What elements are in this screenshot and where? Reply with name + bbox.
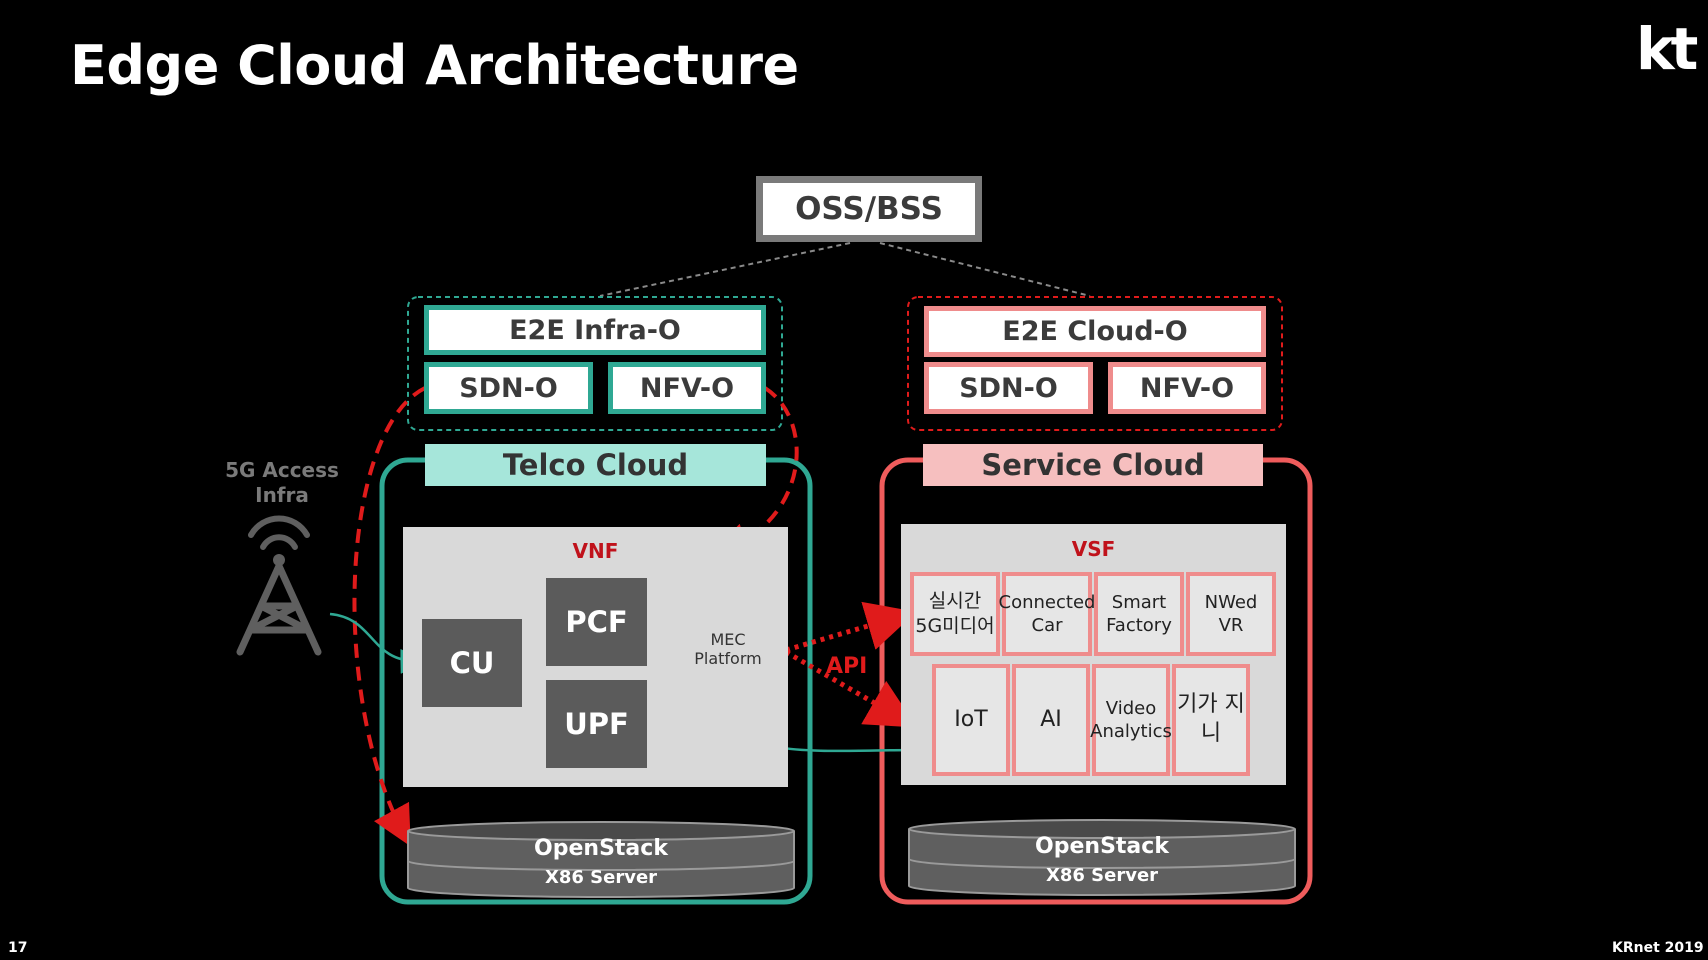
oss-to-cloud-line bbox=[879, 242, 1091, 297]
mec-to-apps-arrow bbox=[785, 601, 917, 653]
sdn-to-openstack-arrow bbox=[352, 386, 426, 847]
service-openstack-label: OpenStack bbox=[1035, 834, 1169, 859]
api-label: API bbox=[826, 654, 868, 679]
telco-cloud-label: Telco Cloud bbox=[425, 444, 766, 486]
nwed-vr-app: NWed VR bbox=[1186, 572, 1276, 656]
antenna-icon bbox=[236, 515, 322, 656]
service-openstack-cylinder bbox=[908, 819, 1296, 896]
e2e-infra-o-box: E2E Infra-O bbox=[424, 305, 766, 355]
cloud-o-outline bbox=[907, 296, 1283, 431]
e2e-cloud-o-box: E2E Cloud-O bbox=[924, 306, 1266, 357]
infra-o-outline bbox=[407, 296, 783, 431]
telco-openstack-cylinder bbox=[407, 821, 795, 898]
smart-factory-app: Smart Factory bbox=[1094, 572, 1184, 656]
kt-logo: kt bbox=[1636, 15, 1698, 83]
telco-nfv-o-box: NFV-O bbox=[608, 362, 766, 414]
service-cloud-label: Service Cloud bbox=[923, 444, 1263, 486]
realtime-media-app: 실시간 5G미디어 bbox=[910, 572, 1000, 656]
service-sdn-o-box: SDN-O bbox=[924, 362, 1093, 414]
slide-title: Edge Cloud Architecture bbox=[70, 34, 799, 97]
footer-label: KRnet 2019 bbox=[1612, 940, 1704, 956]
mec-platform-label: MEC Platform bbox=[694, 629, 762, 668]
service-server-label: X86 Server bbox=[1045, 865, 1159, 886]
vsf-label: VSF bbox=[1071, 537, 1116, 561]
telco-sdn-o-box: SDN-O bbox=[424, 362, 593, 414]
pcf-box: PCF bbox=[546, 578, 647, 666]
connected-car-app: Connected Car bbox=[999, 572, 1095, 656]
page-number: 17 bbox=[8, 940, 28, 956]
service-nfv-o-box: NFV-O bbox=[1108, 362, 1266, 414]
oss-bss-box: OSS/BSS bbox=[756, 176, 982, 242]
telco-openstack-label: OpenStack bbox=[534, 836, 668, 861]
telco-server-label: X86 Server bbox=[544, 867, 658, 888]
video-analytics-app: Video Analytics bbox=[1090, 664, 1172, 776]
oss-to-infra-line bbox=[599, 242, 851, 297]
nfv-to-vnf-arrow bbox=[708, 386, 799, 562]
cu-box: CU bbox=[422, 619, 522, 707]
access-infra-label: 5G Access Infra bbox=[225, 458, 339, 507]
upf-box: UPF bbox=[546, 680, 647, 768]
iot-app: IoT bbox=[932, 664, 1010, 776]
ai-app: AI bbox=[1012, 664, 1090, 776]
vnf-label: VNF bbox=[572, 539, 619, 563]
giga-genie-app: 기가 지니 bbox=[1172, 664, 1250, 776]
